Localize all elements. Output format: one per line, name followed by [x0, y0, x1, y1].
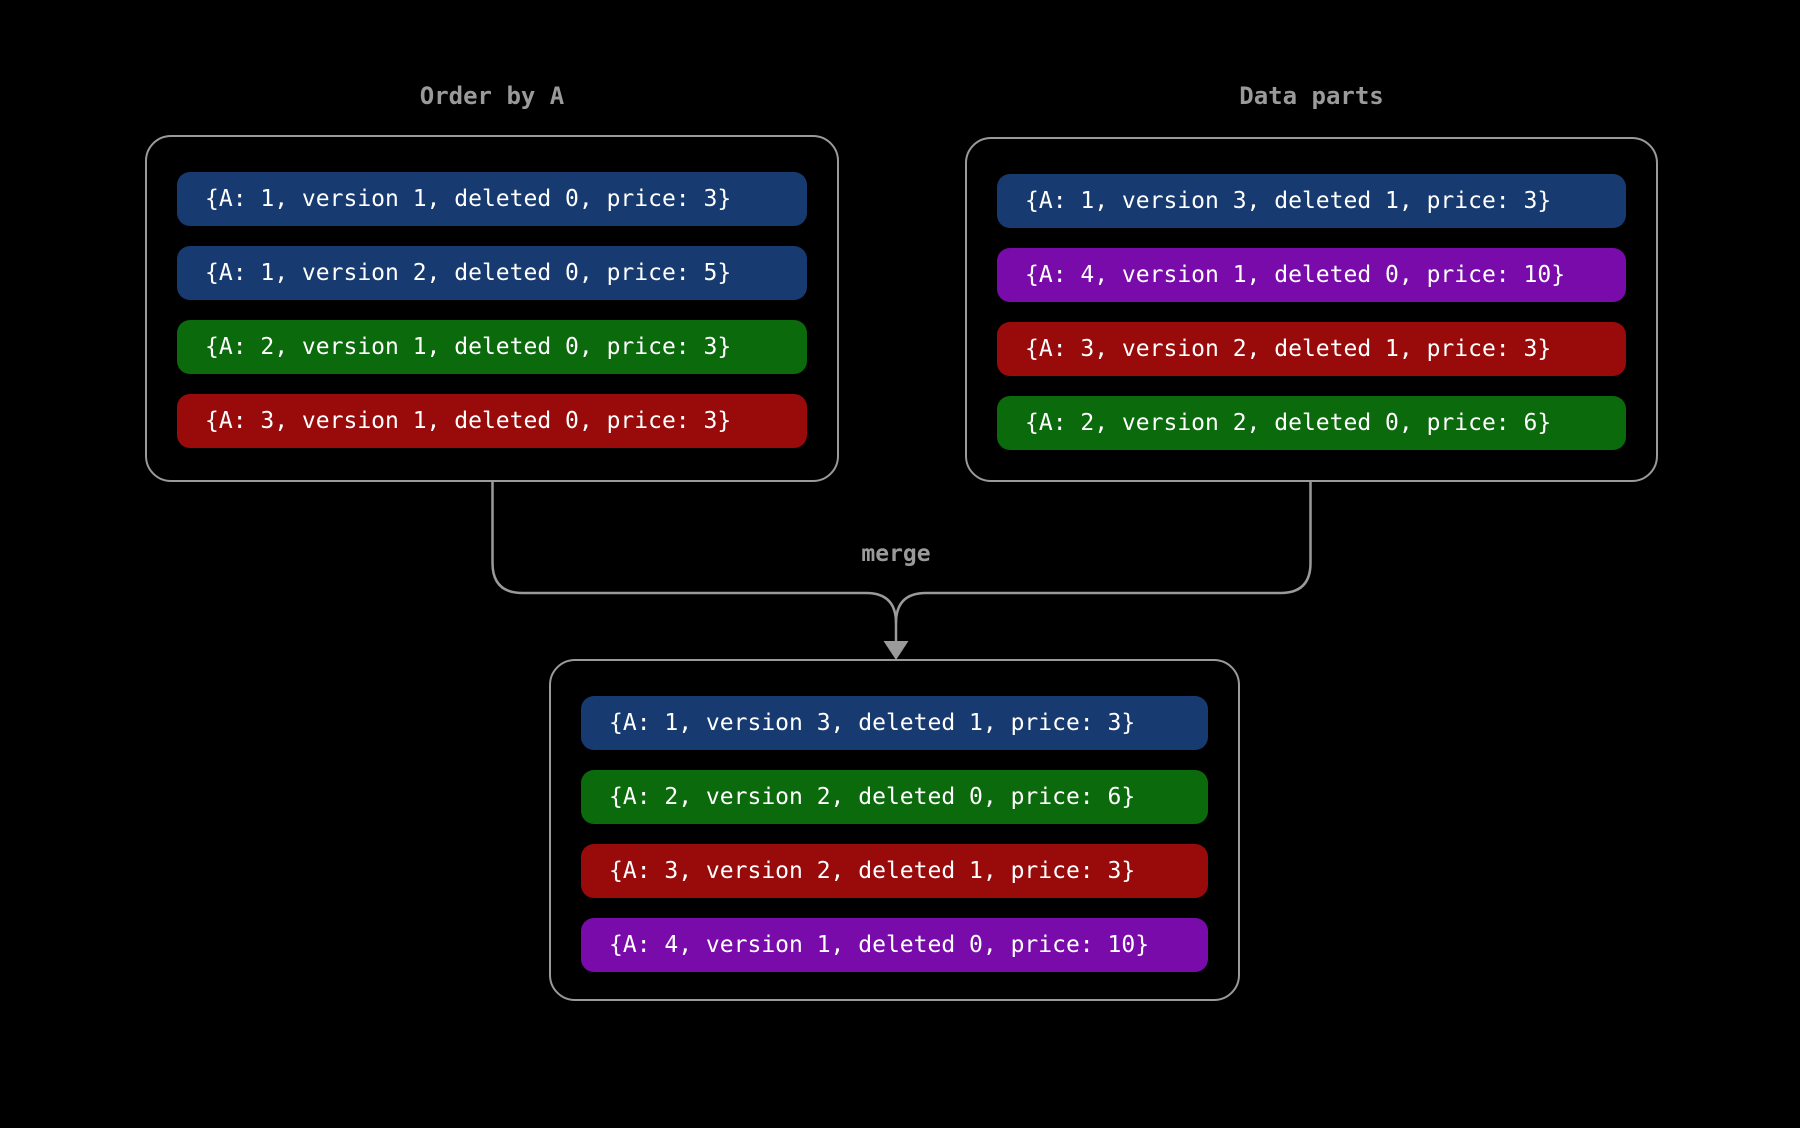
data-part-row: {A: 4, version 1, deleted 0, price: 10} [997, 248, 1626, 302]
data-part-row: {A: 3, version 2, deleted 1, price: 3} [997, 322, 1626, 376]
data-part-row: {A: 3, version 1, deleted 0, price: 3} [177, 394, 807, 448]
merge-label: merge [861, 541, 931, 567]
merged-result-panel: {A: 1, version 3, deleted 1, price: 3} {… [549, 659, 1240, 1001]
order-by-a-rows: {A: 1, version 1, deleted 0, price: 3} {… [147, 137, 837, 448]
order-by-a-panel: {A: 1, version 1, deleted 0, price: 3} {… [145, 135, 839, 482]
data-part-row: {A: 2, version 2, deleted 0, price: 6} [581, 770, 1208, 824]
order-by-a-title: Order by A [419, 82, 565, 110]
data-part-row: {A: 1, version 3, deleted 1, price: 3} [997, 174, 1626, 228]
merged-result-rows: {A: 1, version 3, deleted 1, price: 3} {… [551, 661, 1238, 972]
data-part-row: {A: 4, version 1, deleted 0, price: 10} [581, 918, 1208, 972]
data-part-row: {A: 1, version 1, deleted 0, price: 3} [177, 172, 807, 226]
data-part-row: {A: 1, version 2, deleted 0, price: 5} [177, 246, 807, 300]
data-part-row: {A: 2, version 2, deleted 0, price: 6} [997, 396, 1626, 450]
data-parts-rows: {A: 1, version 3, deleted 1, price: 3} {… [967, 139, 1656, 450]
data-parts-panel: {A: 1, version 3, deleted 1, price: 3} {… [965, 137, 1658, 482]
arrow-down-icon [883, 641, 909, 660]
data-part-row: {A: 2, version 1, deleted 0, price: 3} [177, 320, 807, 374]
data-part-row: {A: 1, version 3, deleted 1, price: 3} [581, 696, 1208, 750]
data-part-row: {A: 3, version 2, deleted 1, price: 3} [581, 844, 1208, 898]
data-parts-title: Data parts [1239, 82, 1384, 110]
